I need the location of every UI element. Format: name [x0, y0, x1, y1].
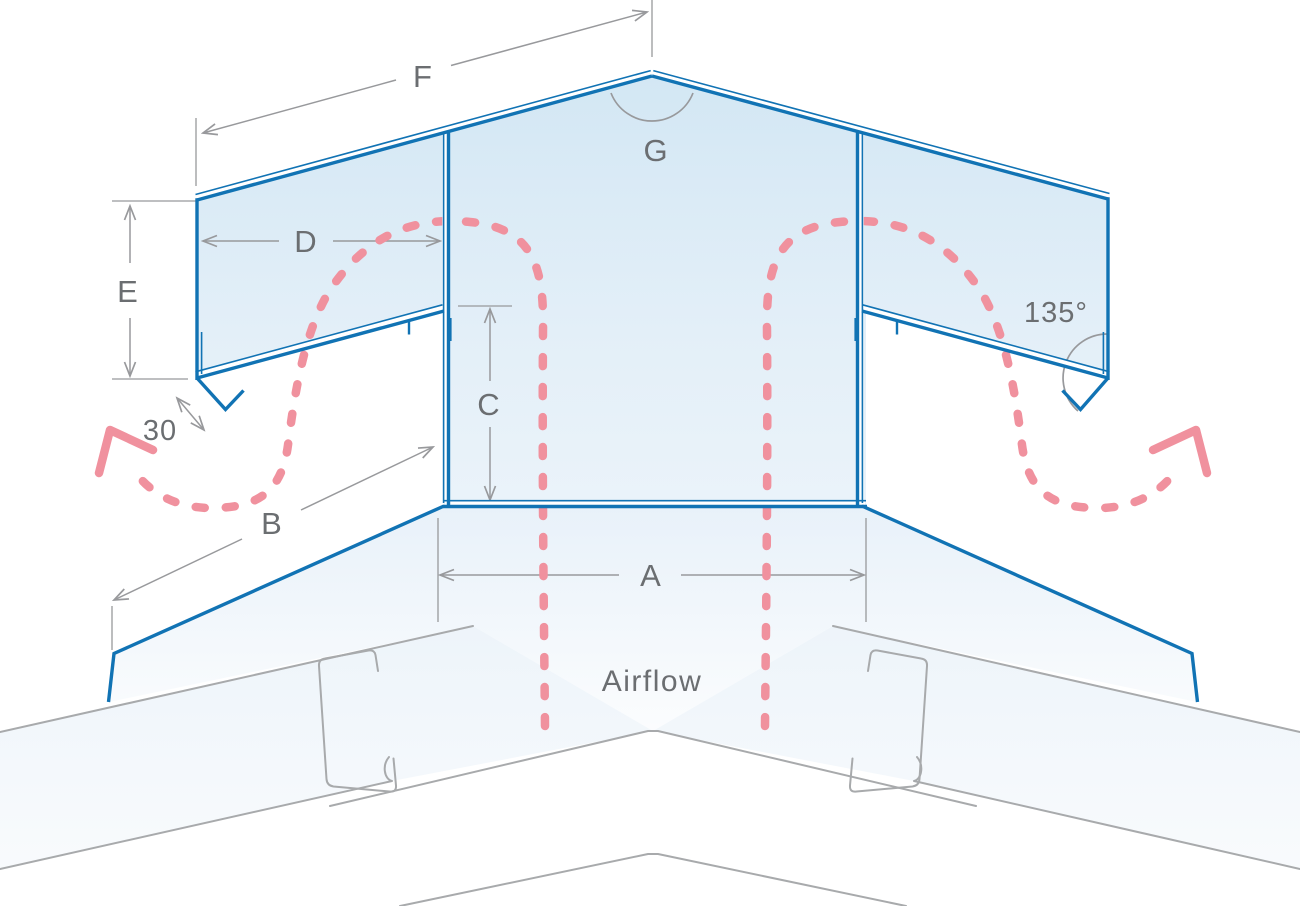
hem-inner-right	[862, 304, 1110, 373]
purlin-left	[317, 649, 398, 793]
cap-inner-left	[195, 69, 651, 196]
ridge-fold-upper	[329, 730, 977, 807]
drip-kick-left	[195, 376, 245, 413]
under-base-fill	[444, 503, 866, 731]
roof-sheet-left	[0, 625, 474, 733]
under-skirt-right-fill	[833, 507, 1197, 702]
airflow-arrows	[94, 216, 1212, 731]
under-skirt-left-fill	[109, 507, 473, 702]
gap-cap-left	[195, 69, 652, 200]
hem-left	[196, 309, 445, 380]
labels: F G D E C A B 30 135° Airflow	[117, 59, 1088, 698]
hem-inner-left	[195, 304, 443, 373]
label-e: E	[117, 274, 139, 309]
hem-right	[861, 309, 1109, 380]
ridge-fold-lower	[399, 853, 907, 906]
drip-kick-right	[1061, 376, 1110, 413]
thin-inner-lines	[195, 69, 1110, 503]
gap-hem-right	[861, 304, 1110, 378]
vent-structure	[106, 69, 1200, 703]
roof-sheet-right	[832, 625, 1300, 733]
dim-b-seg1	[114, 538, 243, 600]
gap-hem-left	[195, 304, 445, 378]
cap-sheet-right	[651, 74, 1109, 201]
skirt-right	[861, 504, 1200, 703]
label-d: D	[294, 224, 317, 259]
angle-arc-g	[610, 92, 694, 122]
roof-structure	[0, 625, 1300, 906]
label-corner-angle: 135°	[1024, 297, 1088, 329]
fill-shapes	[0, 76, 1300, 869]
dimension-lines	[111, 0, 1109, 650]
label-b: B	[261, 506, 283, 541]
label-g: G	[643, 133, 668, 168]
sheet-gap-whites	[195, 69, 1111, 506]
dim-b-seg2	[300, 447, 433, 511]
purlin-right	[848, 649, 929, 793]
label-c: C	[477, 387, 500, 422]
airflow-arrowhead-right	[1148, 425, 1212, 478]
label-a: A	[640, 558, 662, 593]
airflow-path-left	[131, 216, 550, 731]
dim-f-seg2	[450, 12, 647, 67]
roof-liner-left	[0, 756, 393, 870]
thick-outlines	[106, 74, 1200, 703]
label-airflow: Airflow	[602, 665, 703, 698]
skirt-left	[106, 504, 445, 703]
roof-strip-left-fill	[0, 626, 653, 869]
gap-cap-right	[652, 69, 1111, 199]
cap-inner-right	[653, 69, 1110, 195]
roof-strip-right-fill	[653, 626, 1300, 869]
cap-sheet-left	[196, 74, 653, 202]
airflow-arrowhead-left	[94, 425, 158, 478]
vent-body-fill	[197, 76, 1108, 503]
airflow-path-right	[760, 216, 1179, 731]
dim-kick-30	[177, 398, 204, 430]
label-kick-offset: 30	[143, 415, 177, 447]
dim-f-seg1	[203, 79, 397, 133]
label-f: F	[413, 59, 433, 94]
